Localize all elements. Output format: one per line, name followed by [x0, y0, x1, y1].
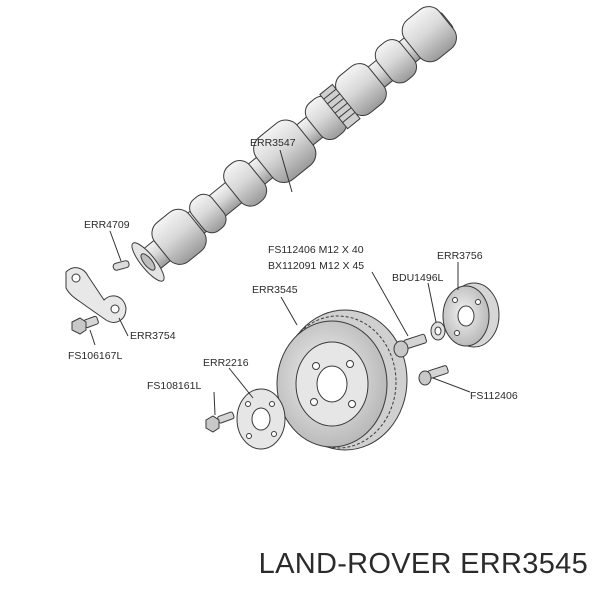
label-hub-bolt: FS112406: [470, 390, 518, 402]
dowel-pin: [112, 260, 130, 271]
washer: [430, 321, 446, 341]
hub-bolt: [418, 365, 449, 386]
plate: [236, 388, 286, 450]
label-washer: BDU1496L: [392, 272, 444, 284]
plate-bolt: [205, 411, 235, 433]
label-bolt-b: BX112091 M12 X 45: [268, 260, 364, 272]
label-hub: ERR3756: [437, 250, 483, 262]
hub: [442, 282, 500, 348]
timing-pulley: [276, 309, 408, 451]
bracket: [65, 267, 127, 323]
label-camshaft: ERR3547: [250, 137, 296, 149]
label-bolt-a: FS112406 M12 X 40: [268, 244, 364, 256]
label-pulley: ERR3545: [252, 284, 298, 296]
label-plate-bolt: FS108161L: [147, 380, 201, 392]
part-labels: ERR3547 ERR4709 ERR3754 FS106167L FS1124…: [68, 137, 518, 402]
pulley-bolt: [393, 333, 427, 358]
camshaft: [131, 6, 457, 282]
brand-part-number: LAND-ROVER ERR3545: [258, 548, 588, 580]
label-plate: ERR2216: [203, 357, 249, 369]
label-bracket: ERR3754: [130, 330, 176, 342]
leader-lines: [89, 149, 471, 416]
label-dowel: ERR4709: [84, 219, 130, 231]
label-bracket-bolt: FS106167L: [68, 350, 122, 362]
bracket-bolt: [71, 315, 99, 335]
